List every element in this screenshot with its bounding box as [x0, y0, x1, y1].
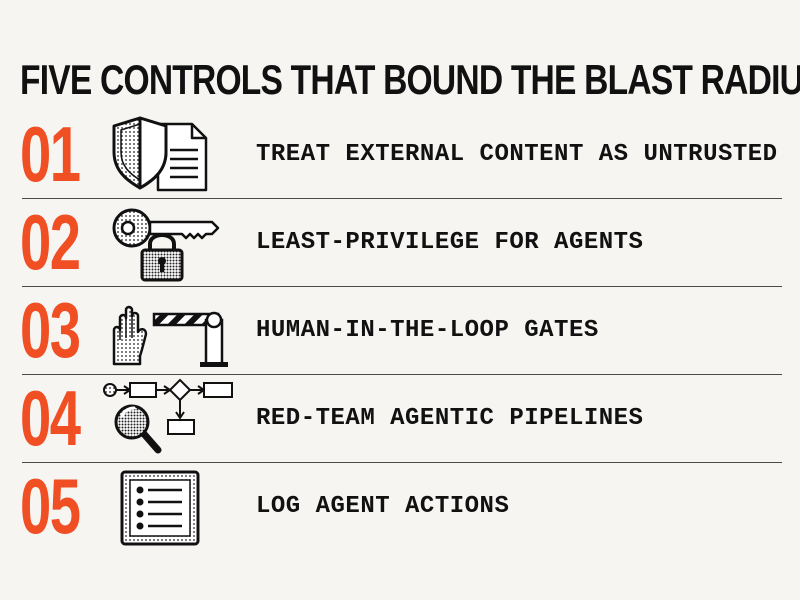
row-divider [22, 286, 782, 287]
control-row-03: 03 HUMAN-IN-THE-LOOP GATES [0, 286, 800, 374]
flowchart-magnifier-icon [100, 378, 240, 458]
key-padlock-icon [100, 202, 240, 282]
control-number: 02 [20, 198, 81, 286]
control-number: 03 [20, 286, 81, 374]
control-number: 05 [20, 462, 81, 550]
control-label: LEAST-PRIVILEGE FOR AGENTS [256, 229, 644, 256]
control-label: LOG AGENT ACTIONS [256, 493, 510, 520]
page-title: FIVE CONTROLS THAT BOUND THE BLAST RADIU… [20, 56, 800, 103]
row-divider [22, 374, 782, 375]
control-number: 04 [20, 374, 81, 462]
control-number: 01 [20, 110, 81, 198]
checklist-log-icon [100, 466, 240, 546]
control-label: RED-TEAM AGENTIC PIPELINES [256, 405, 644, 432]
control-label: TREAT EXTERNAL CONTENT AS UNTRUSTED [256, 141, 778, 168]
control-label: HUMAN-IN-THE-LOOP GATES [256, 317, 599, 344]
hand-barrier-gate-icon [100, 290, 240, 370]
row-divider [22, 198, 782, 199]
shield-document-icon [100, 114, 240, 194]
control-row-01: 01 TREAT EXTERNAL CONTENT AS UNTRUSTED [0, 110, 800, 198]
control-row-05: 05 LOG AGENT ACTIONS [0, 462, 800, 550]
control-row-02: 02 LEAST-PRIVILEGE FOR AGENTS [0, 198, 800, 286]
row-divider [22, 462, 782, 463]
control-row-04: 04 RED-TEAM AGENTIC PIPELINES [0, 374, 800, 462]
